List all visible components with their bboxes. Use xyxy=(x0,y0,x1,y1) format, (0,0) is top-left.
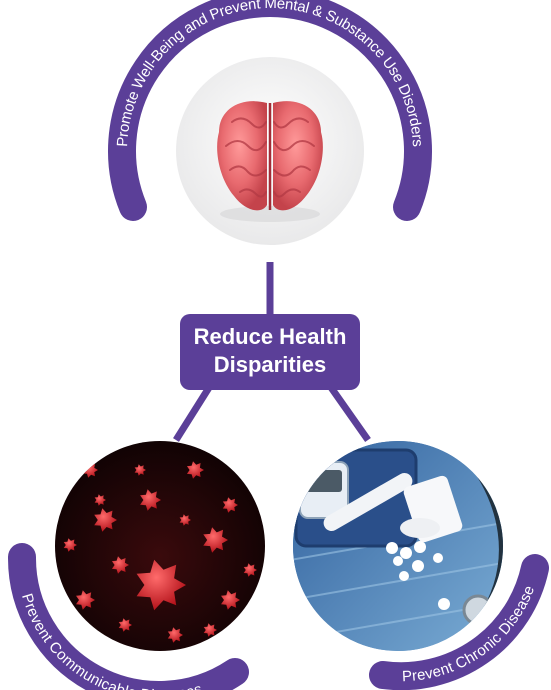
right-arc-band xyxy=(369,554,549,690)
virus-particle xyxy=(94,508,117,532)
right-node: Prevent Chronic Disease xyxy=(293,441,549,690)
center-title-line2: Disparities xyxy=(214,352,327,377)
virus-image xyxy=(63,461,257,643)
virus-particle xyxy=(63,538,77,552)
virus-particle xyxy=(134,464,146,476)
virus-particle xyxy=(221,590,240,610)
left-node: Prevent Communicable Diseases xyxy=(7,441,265,690)
virus-particle xyxy=(203,527,228,553)
virus-particle xyxy=(82,462,98,478)
center-label: Reduce Health Disparities xyxy=(180,314,360,390)
virus-particle xyxy=(179,514,191,526)
virus-particle xyxy=(140,489,161,511)
virus-particle xyxy=(94,494,106,506)
connector-lines xyxy=(173,262,371,443)
virus-particle xyxy=(243,563,257,577)
virus-particle xyxy=(222,497,238,513)
virus-particle xyxy=(76,590,95,610)
top-arc-band xyxy=(108,0,432,221)
center-title-line1: Reduce Health xyxy=(194,324,347,349)
virus-particle xyxy=(111,556,129,574)
virus-particle xyxy=(136,559,186,611)
virus-particle xyxy=(167,627,183,643)
virus-particle xyxy=(118,618,132,632)
virus-particle xyxy=(186,461,204,479)
diabetes-supplies-image xyxy=(293,441,503,651)
top-node: Promote Well-Being and Prevent Mental & … xyxy=(108,0,432,245)
brain-image xyxy=(217,101,323,222)
virus-particle xyxy=(203,623,217,637)
